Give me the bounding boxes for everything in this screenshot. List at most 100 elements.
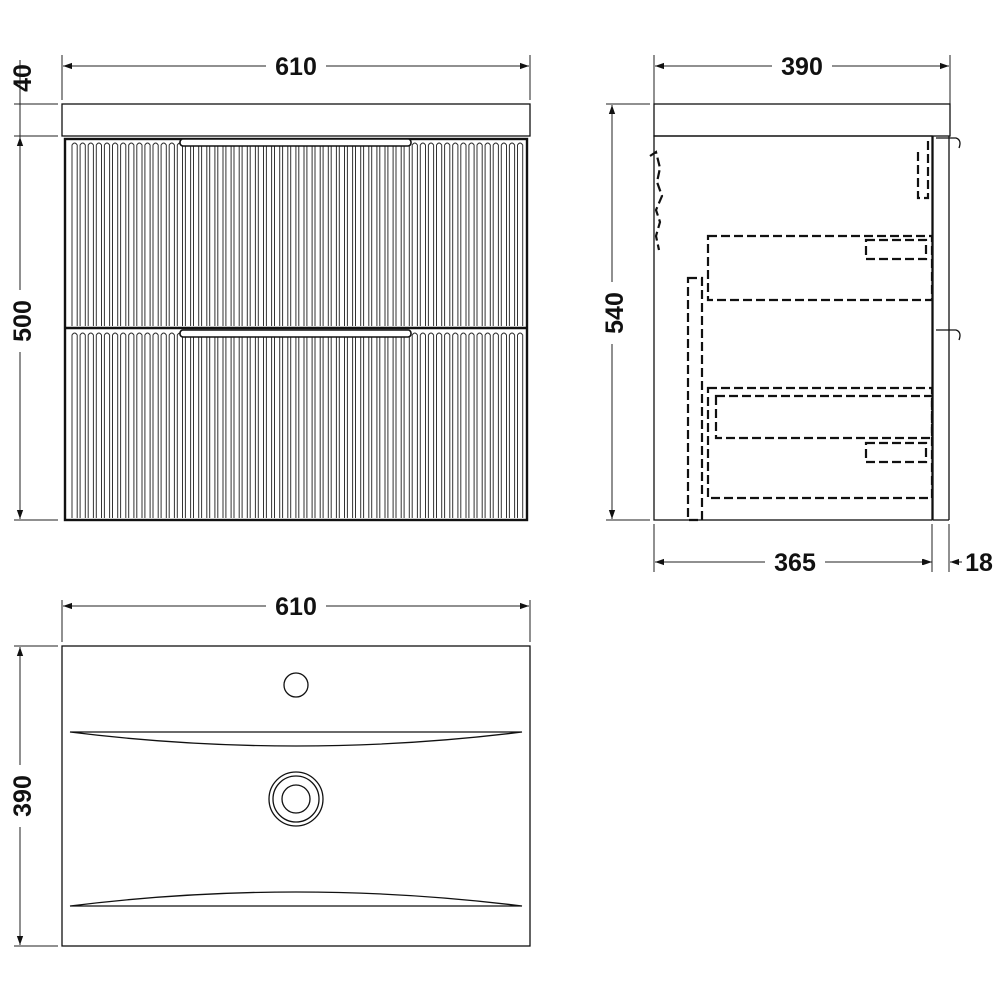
flute-groove [209, 142, 216, 326]
flute-groove [436, 332, 443, 518]
flute-groove [355, 142, 362, 326]
flute-groove [306, 332, 313, 518]
flute-groove [290, 332, 297, 518]
waste-drain [281, 784, 311, 814]
flute-groove [152, 142, 159, 326]
flute-groove [460, 332, 467, 518]
flute-groove [290, 142, 297, 326]
flute-groove [184, 332, 192, 518]
flute-groove [95, 142, 102, 326]
flute-groove [363, 142, 370, 326]
flute-groove [184, 142, 192, 326]
flute-groove [476, 142, 483, 326]
flute-groove [517, 332, 524, 518]
flute-groove [452, 332, 459, 518]
flute-groove [168, 142, 175, 326]
flute-groove [427, 142, 435, 326]
flute-groove [314, 332, 321, 518]
flute-groove [265, 332, 273, 518]
flute-groove [379, 332, 386, 518]
flute-groove [152, 332, 159, 518]
flute-groove [492, 142, 499, 326]
flute-groove [322, 142, 329, 326]
flute-groove [452, 142, 459, 326]
flute-groove [217, 142, 224, 326]
flute-groove [120, 332, 127, 518]
flute-groove [193, 142, 200, 326]
flute-groove [79, 332, 86, 518]
side-worktop [653, 103, 951, 137]
flute-groove [112, 332, 119, 518]
bottom-drawer-box [706, 386, 934, 500]
flute-groove [233, 332, 240, 518]
flute-groove [136, 332, 143, 518]
front-top-thickness-label: 40 [9, 64, 37, 92]
flute-groove [395, 142, 402, 326]
bottom-drawer-handle-hidden [864, 441, 928, 464]
waste-outer-ring [268, 771, 324, 827]
flute-groove [233, 142, 240, 326]
flute-groove [363, 332, 370, 518]
flute-groove [71, 142, 78, 326]
flute-groove [444, 142, 451, 326]
top-depth-label: 390 [9, 775, 37, 817]
flute-groove [249, 142, 256, 326]
side-door-thickness-label: 18 [965, 549, 993, 577]
flute-groove [403, 332, 410, 518]
flute-groove [249, 332, 256, 518]
flute-groove [87, 332, 94, 518]
side-bottom-handle-lip [936, 329, 961, 341]
hanging-rail [916, 140, 930, 200]
flute-groove [500, 142, 507, 326]
flute-groove [371, 142, 378, 326]
flute-groove [298, 332, 305, 518]
flute-groove [225, 142, 232, 326]
flute-groove [500, 332, 507, 518]
top-view: 610 390 [7, 592, 531, 947]
flute-groove [241, 142, 248, 326]
flute-groove [201, 142, 208, 326]
side-top-handle-lip [936, 137, 961, 149]
flute-groove [330, 142, 337, 326]
tap-hole [283, 672, 309, 698]
flute-groove [103, 332, 111, 518]
flute-groove [419, 142, 426, 326]
flute-groove [241, 332, 248, 518]
flute-groove [128, 332, 135, 518]
front-view: 610 40 500 [7, 52, 531, 522]
flute-groove [484, 142, 491, 326]
flute-groove [274, 332, 281, 518]
flute-groove [338, 142, 345, 326]
top-drawer-box [706, 234, 934, 302]
flute-groove [225, 332, 232, 518]
flute-groove [492, 332, 499, 518]
flute-groove [476, 332, 483, 518]
flute-groove [217, 332, 224, 518]
flute-groove [395, 332, 402, 518]
flute-groove [314, 142, 321, 326]
flute-groove [160, 142, 167, 326]
flute-groove [193, 332, 200, 518]
flute-groove [176, 142, 183, 326]
flute-groove [387, 142, 394, 326]
flute-groove [411, 332, 418, 518]
flute-groove [436, 142, 443, 326]
top-drawer-handle-hidden [864, 238, 928, 261]
flute-groove [508, 142, 516, 326]
bowl-front-edge [69, 891, 523, 907]
top-width-label: 610 [275, 593, 317, 621]
top-drawer-handle [179, 138, 412, 147]
flute-groove [411, 142, 418, 326]
flute-groove [403, 142, 410, 326]
flute-groove [371, 332, 378, 518]
flute-groove [282, 142, 289, 326]
side-carcass [653, 135, 933, 521]
flute-groove [144, 142, 151, 326]
flute-groove [517, 142, 524, 326]
bottom-drawer-inner [714, 394, 934, 440]
flute-groove [346, 142, 354, 326]
basin-outline [61, 645, 531, 947]
flute-groove [468, 332, 475, 518]
side-height-label: 540 [601, 292, 629, 334]
